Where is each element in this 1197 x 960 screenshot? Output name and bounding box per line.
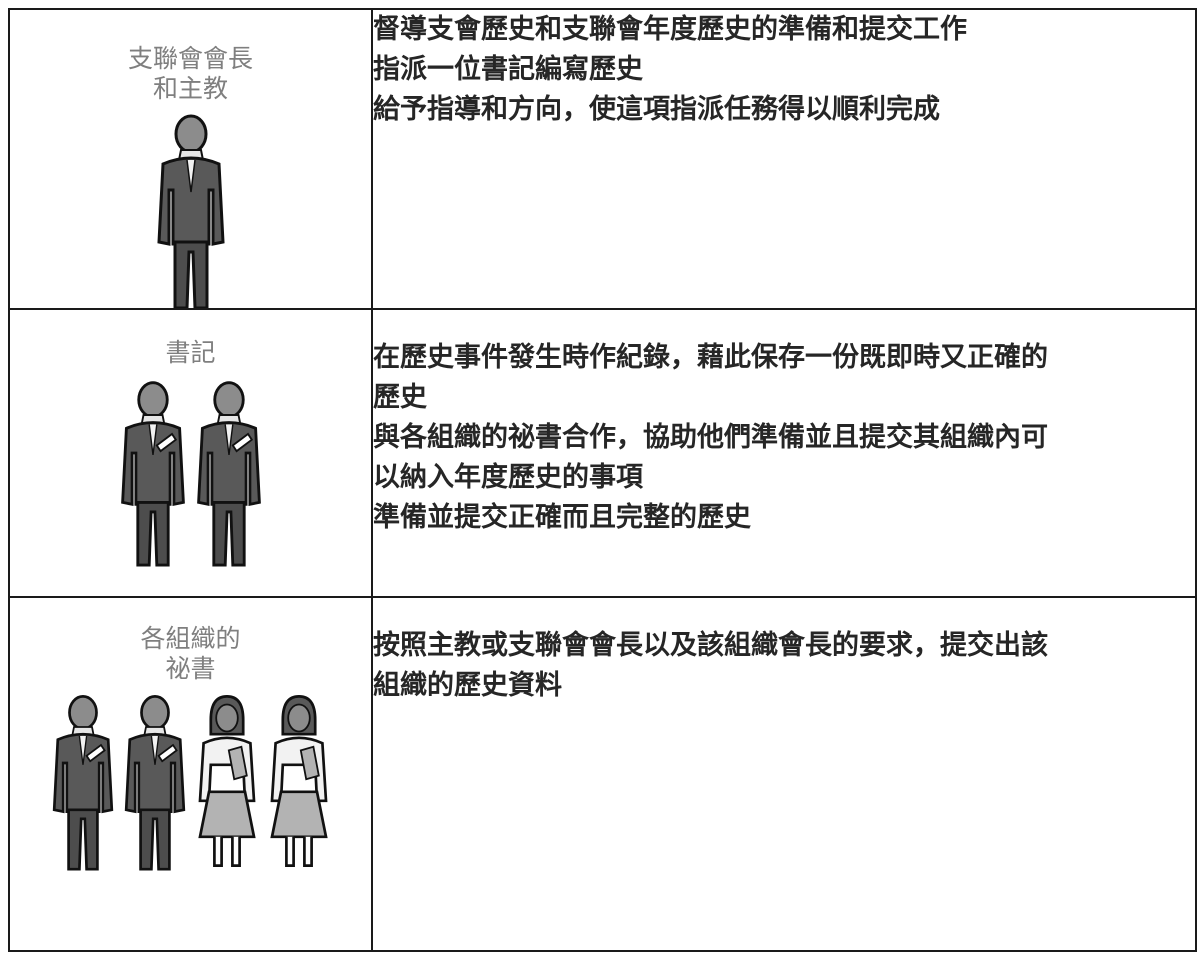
duty-text: 督導支會歷史和支聯會年度歷史的準備和提交工作 (373, 14, 967, 45)
duty-cell: 在歷史事件發生時作紀錄，藉此保存一份既即時又正確的歷史 與各組織的祕書合作，協助… (371, 308, 1197, 598)
duty-list: 在歷史事件發生時作紀錄，藉此保存一份既即時又正確的歷史 與各組織的祕書合作，協助… (373, 338, 1194, 538)
duty-cell: 按照主教或支聯會會長以及該組織會長的要求，提交出該組織的歷史資料 (371, 596, 1197, 952)
role-title: 支聯會會長 和主教 (127, 44, 253, 103)
duty-text: 與各組織的祕書合作，協助他們準備並且提交其組織內可以納入年度歷史的事項 (373, 422, 1048, 493)
table-row: 支聯會會長 和主教 督導支會歷史和支聯會年度歷史的準備和提交工作 指派一位書記編… (8, 8, 1197, 310)
table-row: 各組織的 祕書 (8, 596, 1197, 952)
role-title: 書記 (165, 338, 216, 367)
duty-cell: 督導支會歷史和支聯會年度歷史的準備和提交工作 指派一位書記編寫歷史 給予指導和方… (371, 8, 1197, 310)
duty-text: 指派一位書記編寫歷史 (373, 54, 643, 85)
duty-text: 按照主教或支聯會會長以及該組織會長的要求，提交出該組織的歷史資料 (373, 630, 1048, 701)
roles-table: 支聯會會長 和主教 督導支會歷史和支聯會年度歷史的準備和提交工作 指派一位書記編… (8, 8, 1197, 952)
man-figure-icon (52, 695, 113, 871)
woman-figure-icon (197, 695, 256, 867)
man-figure-icon (196, 381, 261, 567)
man-figure-icon (124, 695, 185, 871)
role-title: 各組織的 祕書 (140, 624, 241, 683)
figure-group (11, 112, 370, 307)
role-cell: 支聯會會長 和主教 (8, 8, 373, 310)
list-item: 與各組織的祕書合作，協助他們準備並且提交其組織內可以納入年度歷史的事項 (373, 418, 1194, 498)
duty-text: 準備並提交正確而且完整的歷史 (373, 502, 751, 533)
list-item: 督導支會歷史和支聯會年度歷史的準備和提交工作 (373, 11, 1194, 50)
list-item: 在歷史事件發生時作紀錄，藉此保存一份既即時又正確的歷史 (373, 338, 1194, 418)
man-figure-icon (156, 114, 225, 307)
list-item: 指派一位書記編寫歷史 (373, 50, 1194, 90)
figure-group (11, 374, 370, 570)
list-item: 準備並提交正確而且完整的歷史 (373, 498, 1194, 538)
list-item: 給予指導和方向，使這項指派任務得以順利完成 (373, 90, 1194, 130)
duty-list: 按照主教或支聯會會長以及該組織會長的要求，提交出該組織的歷史資料 (373, 626, 1194, 706)
list-item: 按照主教或支聯會會長以及該組織會長的要求，提交出該組織的歷史資料 (373, 626, 1194, 706)
role-cell: 書記 (8, 308, 373, 598)
duty-list: 督導支會歷史和支聯會年度歷史的準備和提交工作 指派一位書記編寫歷史 給予指導和方… (373, 11, 1194, 130)
woman-figure-icon (269, 695, 328, 867)
role-cell: 各組織的 祕書 (8, 596, 373, 952)
man-figure-icon (120, 381, 185, 567)
figure-group (11, 686, 370, 876)
duty-text: 給予指導和方向，使這項指派任務得以順利完成 (373, 94, 940, 125)
duty-text: 在歷史事件發生時作紀錄，藉此保存一份既即時又正確的歷史 (373, 342, 1048, 413)
table-row: 書記 (8, 308, 1197, 598)
